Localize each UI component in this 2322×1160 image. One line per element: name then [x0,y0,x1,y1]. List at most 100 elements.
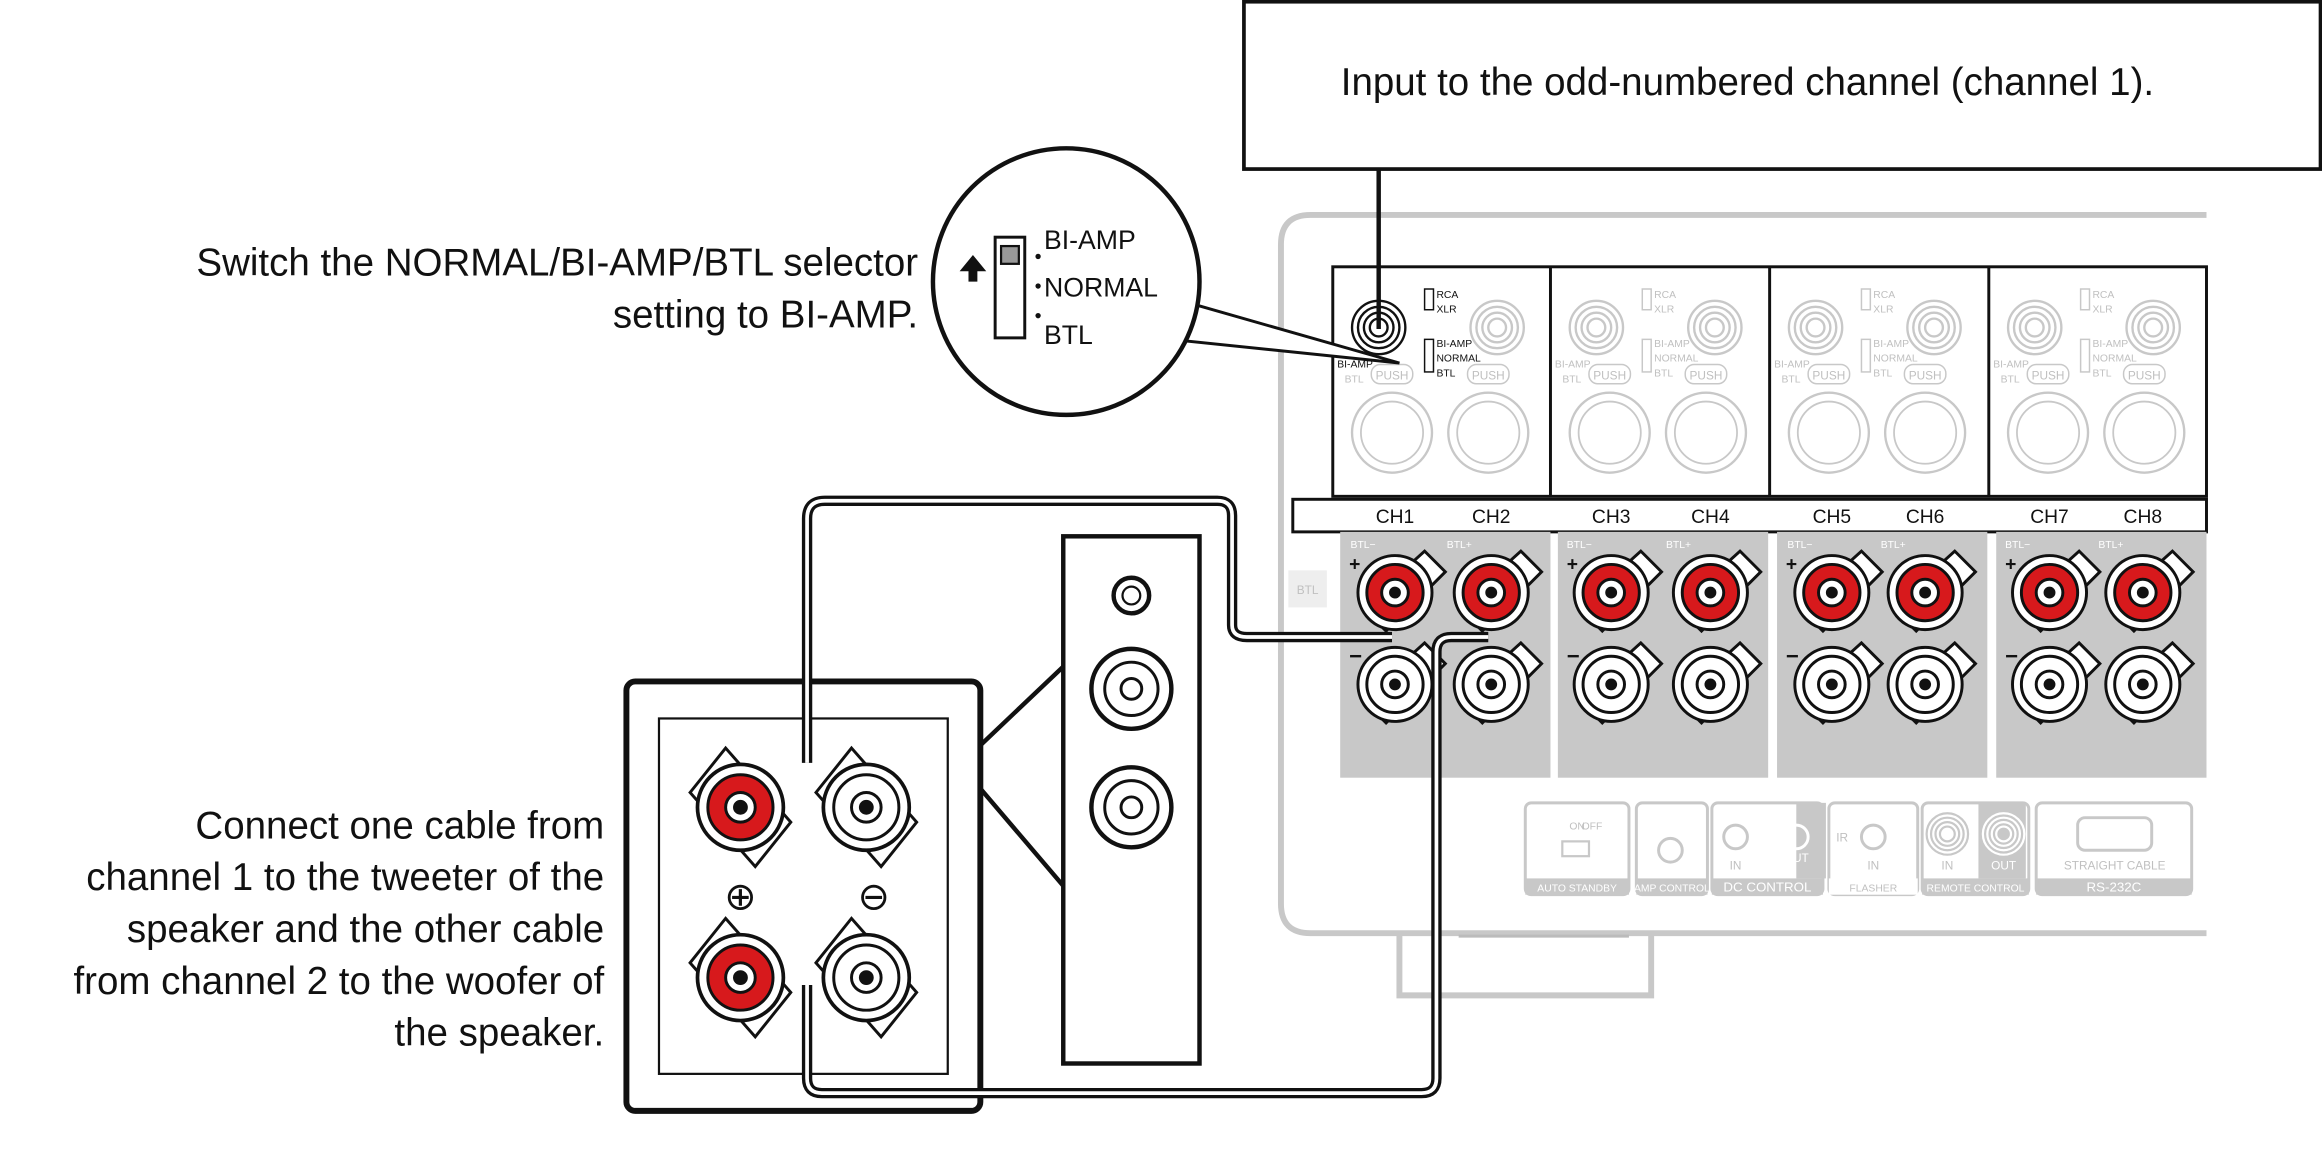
btl-polarity-label: BTL+ [1447,540,1472,551]
btl-polarity-label: BTL− [1567,540,1592,551]
remote-jack [1934,821,1961,847]
rca-input-jack [1799,311,1832,344]
option-normal: NORMAL [1044,272,1158,302]
amp-control-jack [1657,836,1684,864]
input-callout-text: Input to the odd-numbered channel (chann… [1341,61,2154,104]
rca-input-jack [2024,317,2045,338]
btl-side-label: BTL [1297,583,1319,597]
xlr-input-ring [1360,400,1425,465]
terminal-center [2043,586,2056,599]
channel-label-4: CH4 [1691,507,1730,528]
push-label: PUSH [1376,368,1409,382]
flasher-label: FLASHER [1849,884,1897,895]
btl-label: BTL [1781,374,1800,385]
mode-label: NORMAL [1436,354,1481,365]
plus-sign: + [1786,554,1797,575]
rca-label: RCA [1654,290,1676,301]
terminal-center [1825,586,1838,599]
rca-input-jack [2143,317,2164,338]
rca-input-jack [1805,317,1826,338]
rca-xlr-switch [1860,288,1872,311]
rca-input-jack [1469,299,1525,356]
push-tab [2122,363,2166,385]
xlr-label: XLR [2092,305,2112,316]
rca-input-jack [1906,299,1962,356]
speaker-cabinet [975,534,1202,1066]
on-label: ON [1569,822,1585,833]
rca-input-jack [1912,305,1956,350]
input-callout-box [1242,0,2322,171]
rca-input-jack [1692,305,1737,350]
mode-switch [2079,338,2091,373]
terminal-center [858,970,874,986]
jack [1722,823,1749,851]
straight-cable-label: STRAIGHT CABLE [2064,859,2166,873]
mode-label: NORMAL [1654,354,1699,365]
btl-polarity-label: BTL+ [2098,540,2123,551]
terminal-center [1605,586,1618,599]
xlr-input-jack [1568,391,1651,474]
jack [1782,823,1810,851]
tweeter-icon [1111,575,1152,616]
remote-jack [1925,812,1970,856]
ir-label: IR [1836,830,1848,844]
rca-xlr-switch [2079,288,2091,311]
rca-input-jack [1793,305,1838,350]
auto-standby-switch [1561,840,1591,858]
channel-label-8: CH8 [2124,507,2163,528]
selector-note-line-1: Switch the NORMAL/BI-AMP/BTL selector [196,242,918,285]
mode-label: BTL [1654,368,1673,379]
plus-sign: + [1567,554,1578,575]
rca-input-jack [1923,317,1945,338]
rca-input-jack [2006,299,2063,356]
rca-label: RCA [2092,290,2114,301]
xlr-input-ring [2112,400,2177,465]
mode-label: BTL [1436,368,1455,379]
auto-standby-label: AUTO STANDBY [1537,884,1617,895]
rs232c-label: RS-232C [2087,880,2142,895]
remote-jack [1990,821,2017,847]
terminal-center [1485,586,1498,599]
mode-switch [1423,338,1435,373]
push-label: PUSH [2128,368,2161,382]
xlr-input-jack [2006,391,2090,474]
mode-label: BI-AMP [1436,339,1472,350]
mode-label: NORMAL [1873,354,1918,365]
push-label: PUSH [1690,368,1723,382]
rca-xlr-switch [1423,288,1435,311]
bi-amp-label: BI-AMP [1993,359,2029,370]
minus-sign: ⊖ [858,875,890,918]
terminal-center [1485,678,1498,691]
rca-input-jack [1586,317,1607,338]
xlr-input-ring [1577,400,1642,465]
push-label: PUSH [1909,368,1942,382]
xlr-input-ring [1796,400,1861,465]
xlr-input-jack [1664,391,1748,474]
off-label: OFF [1582,822,1603,833]
rca-input-jack [1574,305,1619,350]
terminal-center [733,970,748,986]
flasher-label-bar [1828,878,1918,895]
up-arrow-icon [959,254,987,282]
woofer-icon [1089,765,1174,850]
bi-amp-label: BI-AMP [1555,359,1591,370]
terminal-center [1389,586,1401,599]
mode-label: BTL [1873,368,1892,379]
rca-input-jack [2131,305,2176,350]
btl-polarity-label: BTL− [1351,540,1376,551]
dc-control-label-bar [1711,878,1823,895]
rca-input-jack [1475,305,1520,350]
bi-amp-label: BI-AMP [1337,359,1373,370]
channel-label-1: CH1 [1376,507,1415,528]
rca-input-jack [1481,311,1514,344]
push-tab [1903,363,1947,385]
rca-input-jack [1698,311,1731,344]
btl-label: BTL [1345,374,1364,385]
xlr-input-jack [1787,391,1871,474]
mode-switch [1860,338,1872,373]
remote-jack [1929,816,1965,852]
channel-label-5: CH5 [1813,507,1852,528]
